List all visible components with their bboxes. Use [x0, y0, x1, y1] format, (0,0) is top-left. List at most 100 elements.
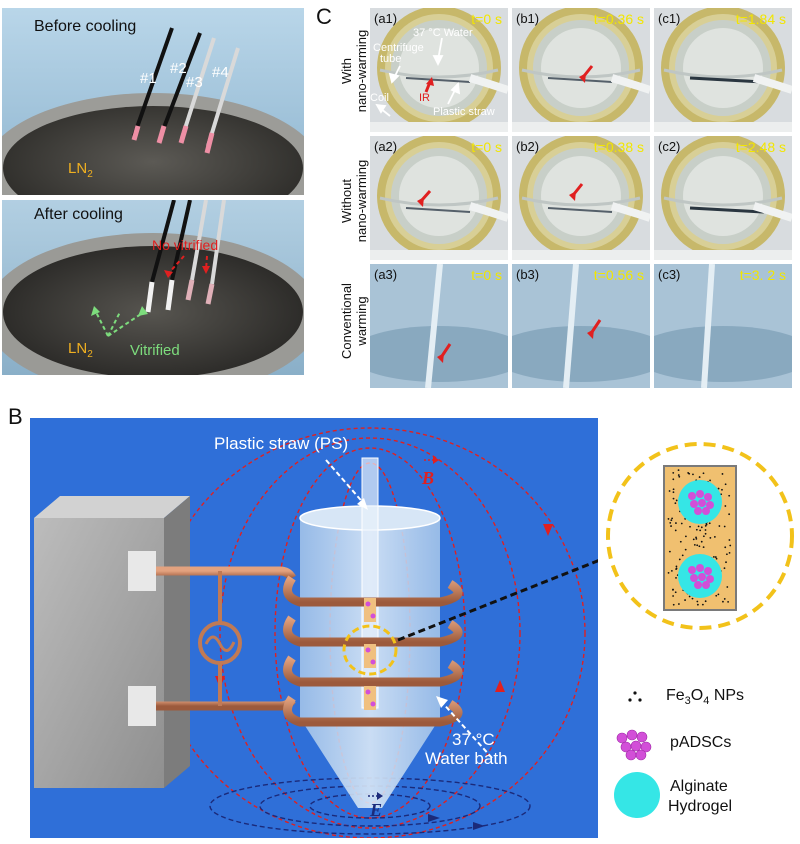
nanoparticle-dot — [684, 599, 686, 601]
nanoparticle-dot — [672, 595, 674, 597]
nanoparticle-dot — [675, 522, 677, 524]
nanoparticle-dot — [727, 601, 730, 603]
frame-id-a3: (a3) — [374, 267, 398, 282]
nanoparticle-dot — [675, 567, 678, 570]
nanoparticle-dot — [677, 474, 680, 476]
panel-c-letter: C — [316, 4, 332, 29]
panel-b-scene — [30, 418, 606, 839]
legend-cells-icon — [612, 726, 658, 762]
nanoparticle-dot — [709, 479, 711, 482]
row-label-1-line2: nano-warming — [354, 29, 369, 113]
nanoparticle-dot — [700, 526, 703, 529]
frame-c2 — [654, 136, 792, 260]
frame-b2 — [512, 136, 650, 260]
frame-id-c2: (c2) — [658, 139, 681, 154]
nanoparticle-dot — [667, 571, 670, 574]
nanoparticle-dot — [723, 525, 726, 528]
after-cooling-caption: After cooling — [34, 206, 123, 223]
frame-time-a2: t=0 s — [471, 139, 502, 155]
nanoparticle-dot — [668, 490, 671, 492]
nanoparticle-dot — [681, 554, 684, 557]
frame-id-a1: (a1) — [374, 11, 398, 26]
nanoparticle-dot — [724, 546, 727, 549]
ln2-text-bottom: LN — [68, 340, 88, 357]
nanoparticle-dot — [721, 473, 724, 475]
frame-time-b2: t=0.38 s — [593, 139, 644, 155]
straw-label-1: #1 — [140, 70, 157, 87]
nanoparticle-dot — [696, 600, 699, 603]
before-cooling-caption: Before cooling — [34, 18, 137, 35]
nanoparticle-dot — [708, 522, 711, 525]
nanoparticle-dot — [728, 494, 731, 497]
nanoparticle-dot — [670, 569, 673, 572]
row-label-3: Conventional warming — [339, 266, 371, 376]
nanoparticle-dot — [729, 544, 732, 547]
nanoparticle-dot — [675, 499, 678, 502]
ln2-sub-top: 2 — [87, 169, 93, 180]
nanoparticle-dot — [672, 603, 675, 606]
frame-c1 — [654, 8, 792, 132]
nanoparticle-dot — [726, 586, 729, 588]
frame-a3 — [370, 264, 508, 388]
nanoparticle-dot — [704, 529, 707, 531]
nanoparticle-dot — [670, 525, 672, 527]
frame-time-c1: t=1.84 s — [735, 11, 786, 27]
frame-id-a2: (a2) — [374, 139, 398, 154]
nanoparticle-dot — [701, 603, 704, 606]
row-label-2-line2: nano-warming — [354, 159, 369, 243]
nanoparticle-dot — [692, 473, 694, 476]
nanoparticle-dot — [689, 525, 691, 528]
nanoparticle-dot — [704, 600, 707, 603]
row-label-1-line1: With — [339, 58, 354, 84]
frame-a2 — [370, 136, 508, 260]
legend-nps-o: O — [690, 687, 704, 704]
nanoparticle-dot — [717, 593, 720, 596]
frame-time-c3: t=3. 2 s — [739, 267, 786, 283]
nano-warming-setup-diagram — [34, 427, 606, 839]
nanoparticle-dot — [672, 478, 675, 481]
nanoparticle-dot — [725, 553, 728, 556]
nanoparticle-dot — [678, 603, 680, 605]
a1-annotation-arrows — [375, 37, 461, 117]
nanoparticle-dot — [717, 487, 720, 490]
ln2-label-top: LN2 — [68, 160, 93, 180]
annot-ir: IR — [419, 92, 430, 104]
straw-label-2: #2 — [170, 60, 187, 77]
water-bath-label-1: 37 °C — [452, 730, 495, 749]
nanoparticle-dot — [684, 548, 687, 551]
legend-nps-icon — [626, 690, 646, 704]
sample-inset — [604, 440, 796, 632]
legend-hydrogel-label-1: Alginate — [670, 778, 728, 795]
nanoparticle-dot — [692, 538, 695, 541]
frame-b3 — [512, 264, 650, 388]
nanoparticle-dot — [697, 525, 700, 528]
after-cooling-image — [2, 200, 304, 375]
annot-plastic-straw: Plastic straw — [433, 106, 495, 118]
row-label-2-line1: Without — [339, 178, 354, 224]
nanoparticle-dot — [704, 532, 707, 535]
nanoparticle-dot — [724, 505, 727, 507]
frame-time-a1: t=0 s — [471, 11, 502, 27]
nanoparticle-dot — [702, 546, 705, 549]
nanoparticle-dot — [675, 565, 678, 568]
red-arrow-b2 — [569, 183, 584, 201]
frame-id-b3: (b3) — [516, 267, 540, 282]
nanoparticle-dot — [670, 519, 673, 522]
annot-water: 37 °C Water — [413, 27, 473, 39]
nanoparticle-dot — [709, 536, 712, 539]
frame-id-b2: (b2) — [516, 139, 540, 154]
nanoparticle-dot — [705, 522, 708, 525]
ln2-label-bottom: LN2 — [68, 340, 93, 360]
nanoparticle-dot — [688, 595, 691, 598]
nanoparticle-dot — [672, 488, 675, 491]
frame-id-b1: (b1) — [516, 11, 540, 26]
nanoparticle-dot — [671, 517, 674, 520]
nanoparticle-dot — [715, 594, 718, 597]
nanoparticle-dot — [684, 535, 687, 538]
nanoparticle-dot — [728, 551, 731, 554]
nanoparticle-dot — [678, 558, 681, 561]
panel-b-letter: B — [8, 404, 23, 429]
nanoparticle-dot — [672, 588, 674, 591]
nanoparticle-dot — [679, 540, 682, 543]
legend-nps-label: Fe3O4 NPs — [666, 687, 744, 707]
